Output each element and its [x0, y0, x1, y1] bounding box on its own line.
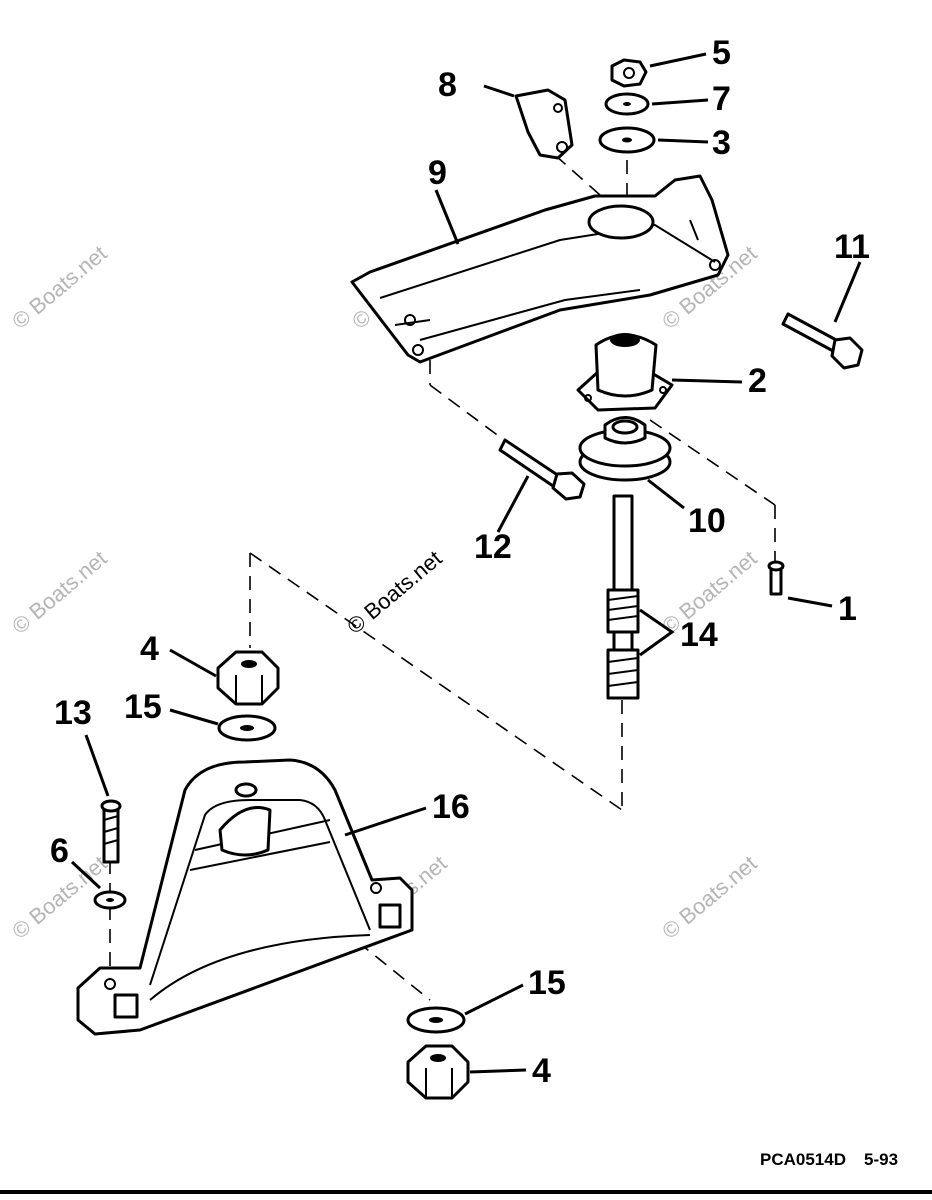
callout-3: 3	[712, 124, 731, 162]
part-12-bracket	[514, 88, 574, 160]
part-16-mount-base	[76, 758, 414, 1036]
bottom-rule	[0, 1190, 932, 1194]
callout-13: 13	[54, 694, 92, 732]
part-11-bolt	[781, 312, 864, 370]
part-5-nut	[610, 58, 648, 88]
callout-11: 11	[834, 228, 870, 266]
part-8-cup-washer	[578, 416, 672, 482]
callout-2: 2	[748, 362, 767, 400]
callout-15-top: 15	[124, 688, 162, 726]
callout-12: 8	[438, 66, 457, 104]
part-9-mount-arm	[350, 174, 730, 364]
callout-5: 5	[712, 34, 731, 72]
watermark-center: © Boats.net	[342, 546, 446, 639]
part-4-nut-bottom	[406, 1044, 470, 1100]
callout-14: 14	[680, 616, 718, 654]
part-7-washer	[604, 92, 650, 116]
callout-15-bottom: 15	[528, 964, 566, 1002]
callout-16: 16	[432, 788, 470, 826]
callout-9: 9	[428, 154, 447, 192]
leader-lines	[70, 52, 862, 1074]
part-10-bolt	[498, 438, 586, 501]
watermark: © Boats.net	[7, 241, 111, 334]
part-14-springs	[606, 588, 640, 700]
watermark: © Boats.net	[657, 851, 761, 944]
callout-10: 12	[474, 528, 512, 566]
part-code: PCA0514D	[760, 1150, 846, 1169]
part-1-screw	[767, 560, 785, 596]
callout-labels: 8 5 7 3 9 11 2 10 12 1 14 4 15 13 16 6 1…	[50, 34, 870, 1090]
callout-8: 10	[688, 502, 726, 540]
page-reference: 5-93	[864, 1150, 899, 1169]
part-2-rubber-mount	[576, 333, 674, 412]
part-4-nut-top	[216, 650, 280, 706]
callout-4-top: 4	[140, 630, 159, 668]
callout-7: 7	[712, 80, 731, 118]
part-15-washer-top	[217, 714, 277, 742]
callout-4-bottom: 4	[532, 1052, 551, 1090]
part-15-washer-bottom	[406, 1006, 466, 1034]
part-6-washer	[93, 890, 127, 910]
watermark: © Boats.net	[7, 546, 111, 639]
callout-6: 6	[50, 832, 69, 870]
part-3-washer	[598, 126, 656, 154]
drawing-reference: PCA0514D 5-93	[760, 1150, 898, 1170]
part-13-screw	[100, 799, 122, 864]
callout-1: 1	[838, 590, 857, 628]
